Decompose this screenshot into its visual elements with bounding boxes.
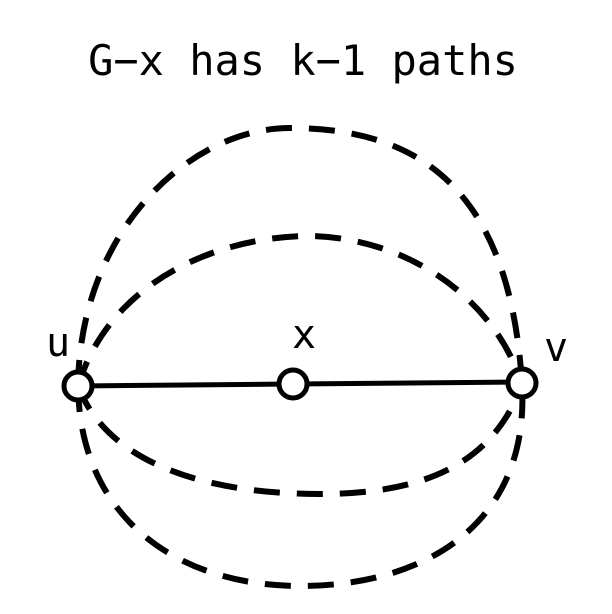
node-x <box>276 367 310 401</box>
dashed-path-inner-top <box>75 232 525 387</box>
node-v <box>505 366 539 400</box>
dashed-path-inner-bottom <box>75 382 525 498</box>
node-label-u: u <box>46 320 70 366</box>
edge-u-x <box>77 381 294 389</box>
node-u <box>61 369 95 403</box>
dashed-path-outer-top <box>75 124 525 387</box>
edge-x-v <box>292 379 523 387</box>
node-label-v: v <box>544 325 568 371</box>
dashed-path-outer-bottom <box>75 383 526 590</box>
diagram-title: G−x has k−1 paths <box>88 36 518 85</box>
node-label-x: x <box>292 312 316 358</box>
